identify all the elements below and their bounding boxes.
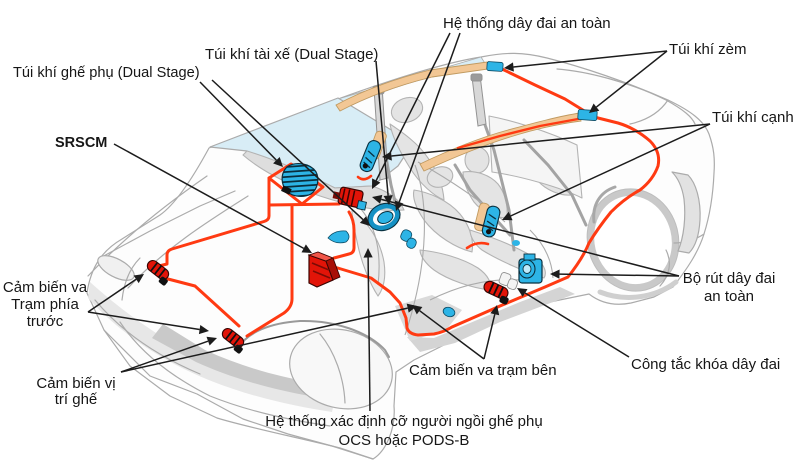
svg-text:an toàn: an toàn (704, 288, 754, 305)
svg-text:Hệ thống dây đai an toàn: Hệ thống dây đai an toàn (443, 15, 611, 32)
svg-text:SRSCM: SRSCM (55, 135, 107, 151)
svg-text:Bộ rút dây đai: Bộ rút dây đai (683, 270, 776, 287)
svg-text:trí ghế: trí ghế (55, 391, 98, 408)
svg-text:Công tắc khóa dây đai: Công tắc khóa dây đai (631, 356, 780, 373)
svg-text:Cảm biến vị: Cảm biến vị (36, 375, 115, 392)
svg-text:Hệ thống xác định cỡ người ngồ: Hệ thống xác định cỡ người ngồi ghế phụ (265, 413, 542, 430)
svg-text:Túi khí tài xế (Dual Stage): Túi khí tài xế (Dual Stage) (205, 46, 378, 63)
svg-text:Trạm phía: Trạm phía (11, 296, 79, 313)
svg-text:Túi khí cạnh: Túi khí cạnh (712, 109, 794, 126)
svg-text:OCS hoặc PODS-B: OCS hoặc PODS-B (339, 432, 470, 449)
svg-text:Túi khí ghế phụ (Dual Stage): Túi khí ghế phụ (Dual Stage) (13, 65, 200, 81)
svg-text:trước: trước (27, 313, 64, 330)
svg-text:Túi khí zèm: Túi khí zèm (669, 41, 747, 58)
svg-text:Cảm biến va: Cảm biến va (3, 279, 88, 296)
svg-text:Cảm biến va trạm bên: Cảm biến va trạm bên (409, 362, 557, 379)
